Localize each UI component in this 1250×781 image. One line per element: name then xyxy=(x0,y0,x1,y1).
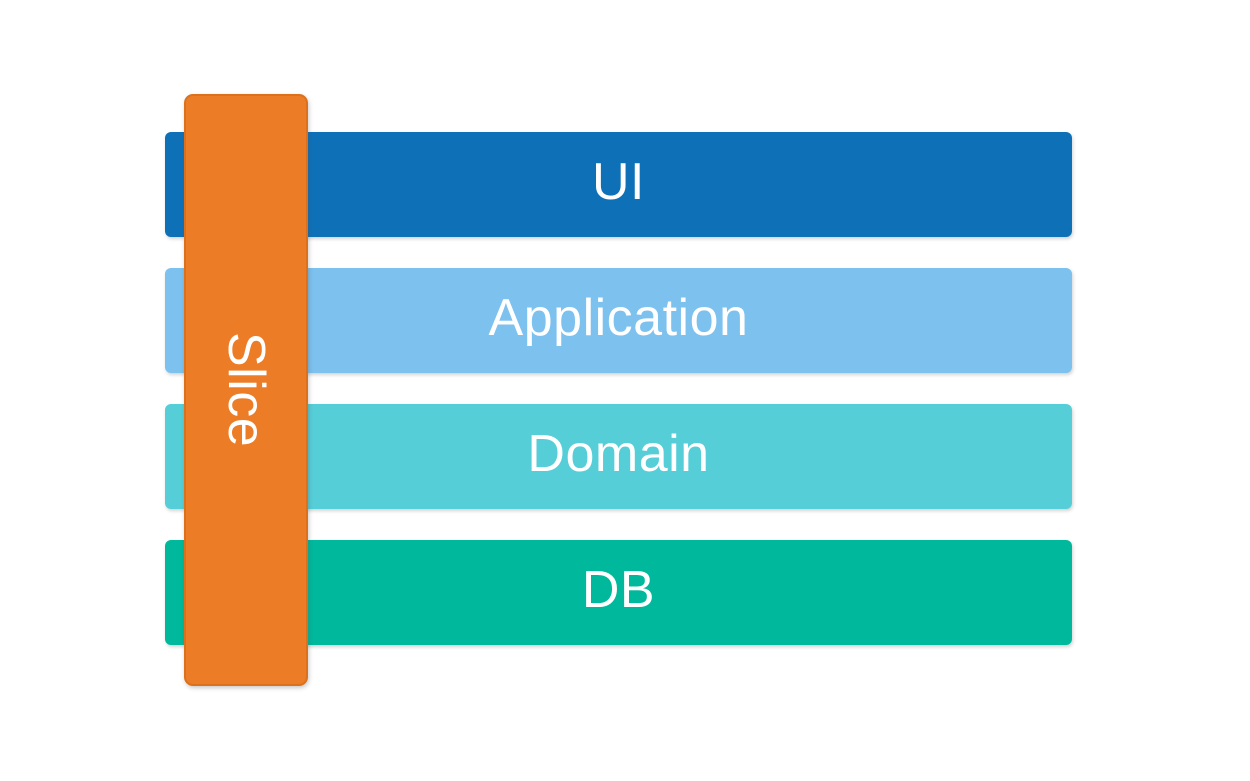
layer-label-ui: UI xyxy=(592,152,645,211)
layer-label-domain: Domain xyxy=(527,424,710,483)
layer-bar-ui: UI xyxy=(165,132,1072,237)
layer-bar-application: Application xyxy=(165,268,1072,373)
layer-label-db: DB xyxy=(581,560,656,619)
layer-label-application: Application xyxy=(488,288,749,347)
slice-label: Slice xyxy=(217,332,275,448)
slice-bar: Slice xyxy=(184,94,308,686)
layer-bar-domain: Domain xyxy=(165,404,1072,509)
layer-bar-db: DB xyxy=(165,540,1072,645)
